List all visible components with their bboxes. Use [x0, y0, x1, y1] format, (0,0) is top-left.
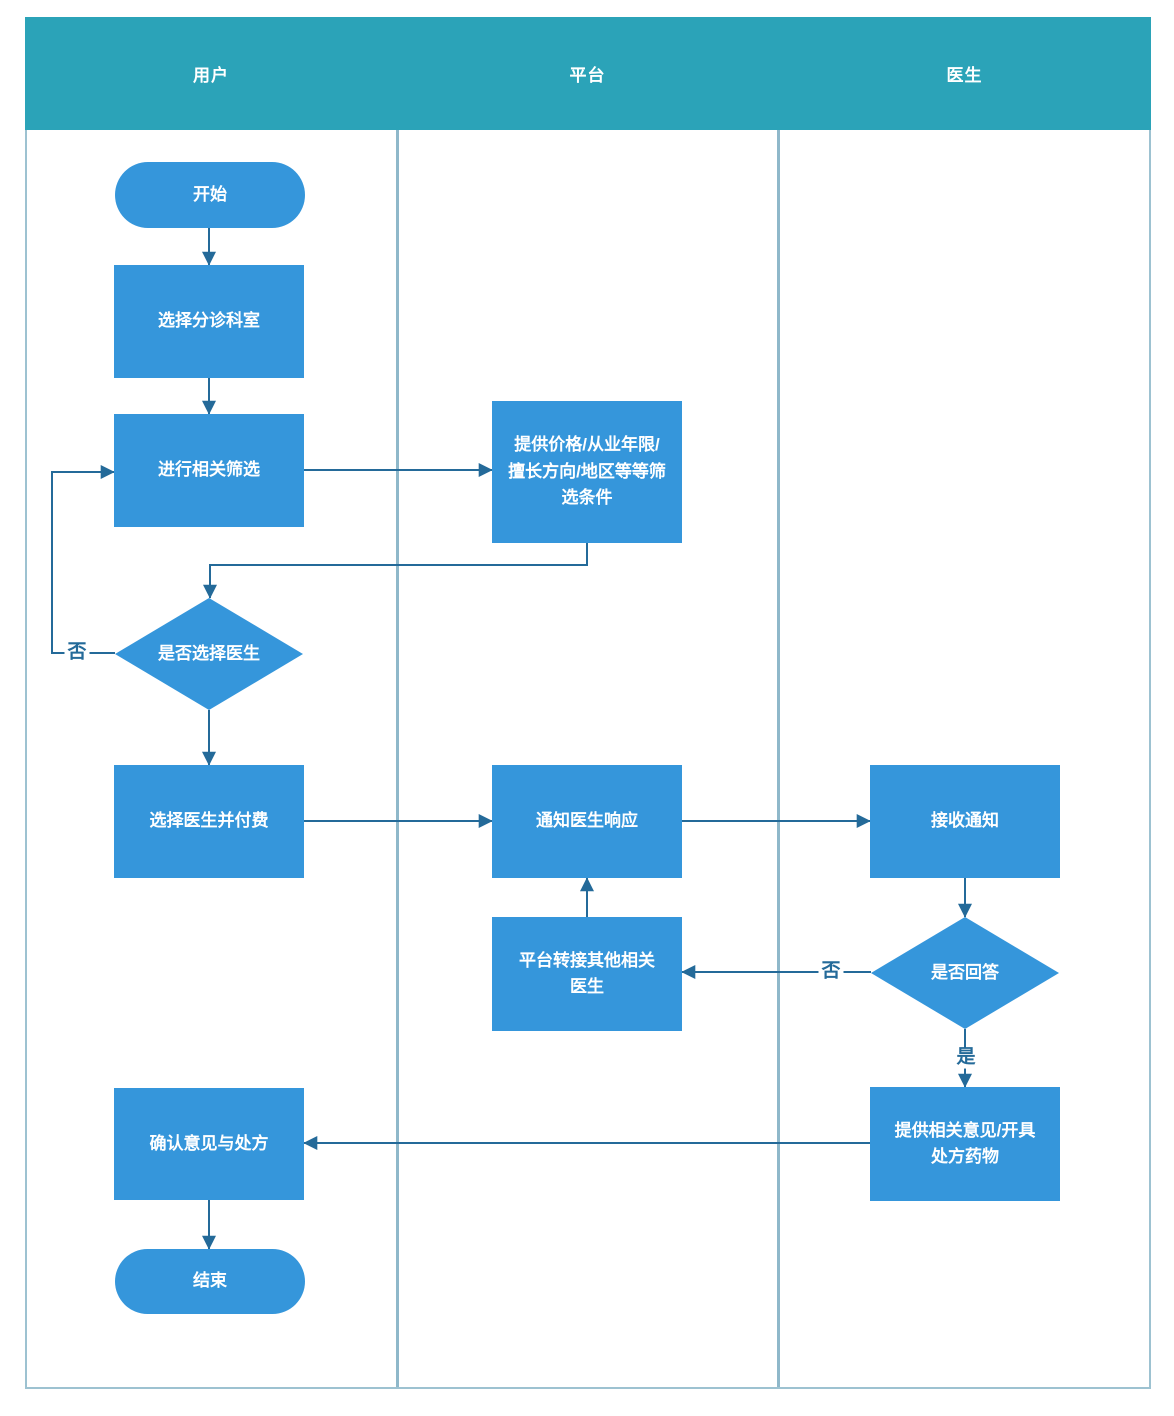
- node-end: 结束: [115, 1249, 305, 1314]
- node-select-department: 选择分诊科室: [114, 265, 304, 378]
- lane-divider-2: [777, 130, 780, 1387]
- node-label: 选择医生并付费: [149, 811, 269, 831]
- branch-label-no-answer: 否: [818, 961, 844, 983]
- node-select-doctor-and-pay: 选择医生并付费: [114, 765, 304, 878]
- node-label: 是否选择医生: [158, 643, 260, 663]
- node-label: 提供价格/从业年限/擅长方向/地区等等筛选条件: [508, 435, 666, 508]
- node-label: 提供相关意见/开具处方药物: [894, 1120, 1036, 1166]
- node-label: 确认意见与处方: [149, 1133, 269, 1153]
- node-label: 选择分诊科室: [158, 311, 260, 331]
- node-receive-notification: 接收通知: [870, 765, 1060, 878]
- node-apply-filters: 进行相关筛选: [114, 414, 304, 527]
- lane-header-user: 用户: [193, 66, 229, 85]
- swimlane-header: 用户 平台 医生: [25, 17, 1151, 130]
- branch-label-yes-answer: 是: [953, 1047, 979, 1069]
- node-transfer-other-doctor: 平台转接其他相关医生: [492, 917, 682, 1031]
- lane-header-doctor: 医生: [946, 66, 983, 85]
- node-label: 平台转接其他相关医生: [519, 950, 655, 996]
- branch-label-no-select: 否: [64, 642, 90, 664]
- node-label: 是否回答: [931, 962, 999, 982]
- lane-header-platform: 平台: [569, 66, 606, 85]
- node-label: 结束: [193, 1271, 227, 1291]
- node-confirm-advice-prescription: 确认意见与处方: [114, 1088, 304, 1200]
- node-start: 开始: [115, 162, 305, 228]
- node-notify-doctor: 通知医生响应: [492, 765, 682, 878]
- node-provide-filter-options: 提供价格/从业年限/擅长方向/地区等等筛选条件: [492, 401, 682, 543]
- node-label: 通知医生响应: [536, 811, 638, 831]
- node-provide-advice-prescription: 提供相关意见/开具处方药物: [870, 1087, 1060, 1201]
- lane-divider-1: [396, 130, 399, 1387]
- node-label: 开始: [193, 184, 227, 204]
- node-label: 进行相关筛选: [158, 460, 260, 480]
- node-label: 接收通知: [931, 811, 999, 831]
